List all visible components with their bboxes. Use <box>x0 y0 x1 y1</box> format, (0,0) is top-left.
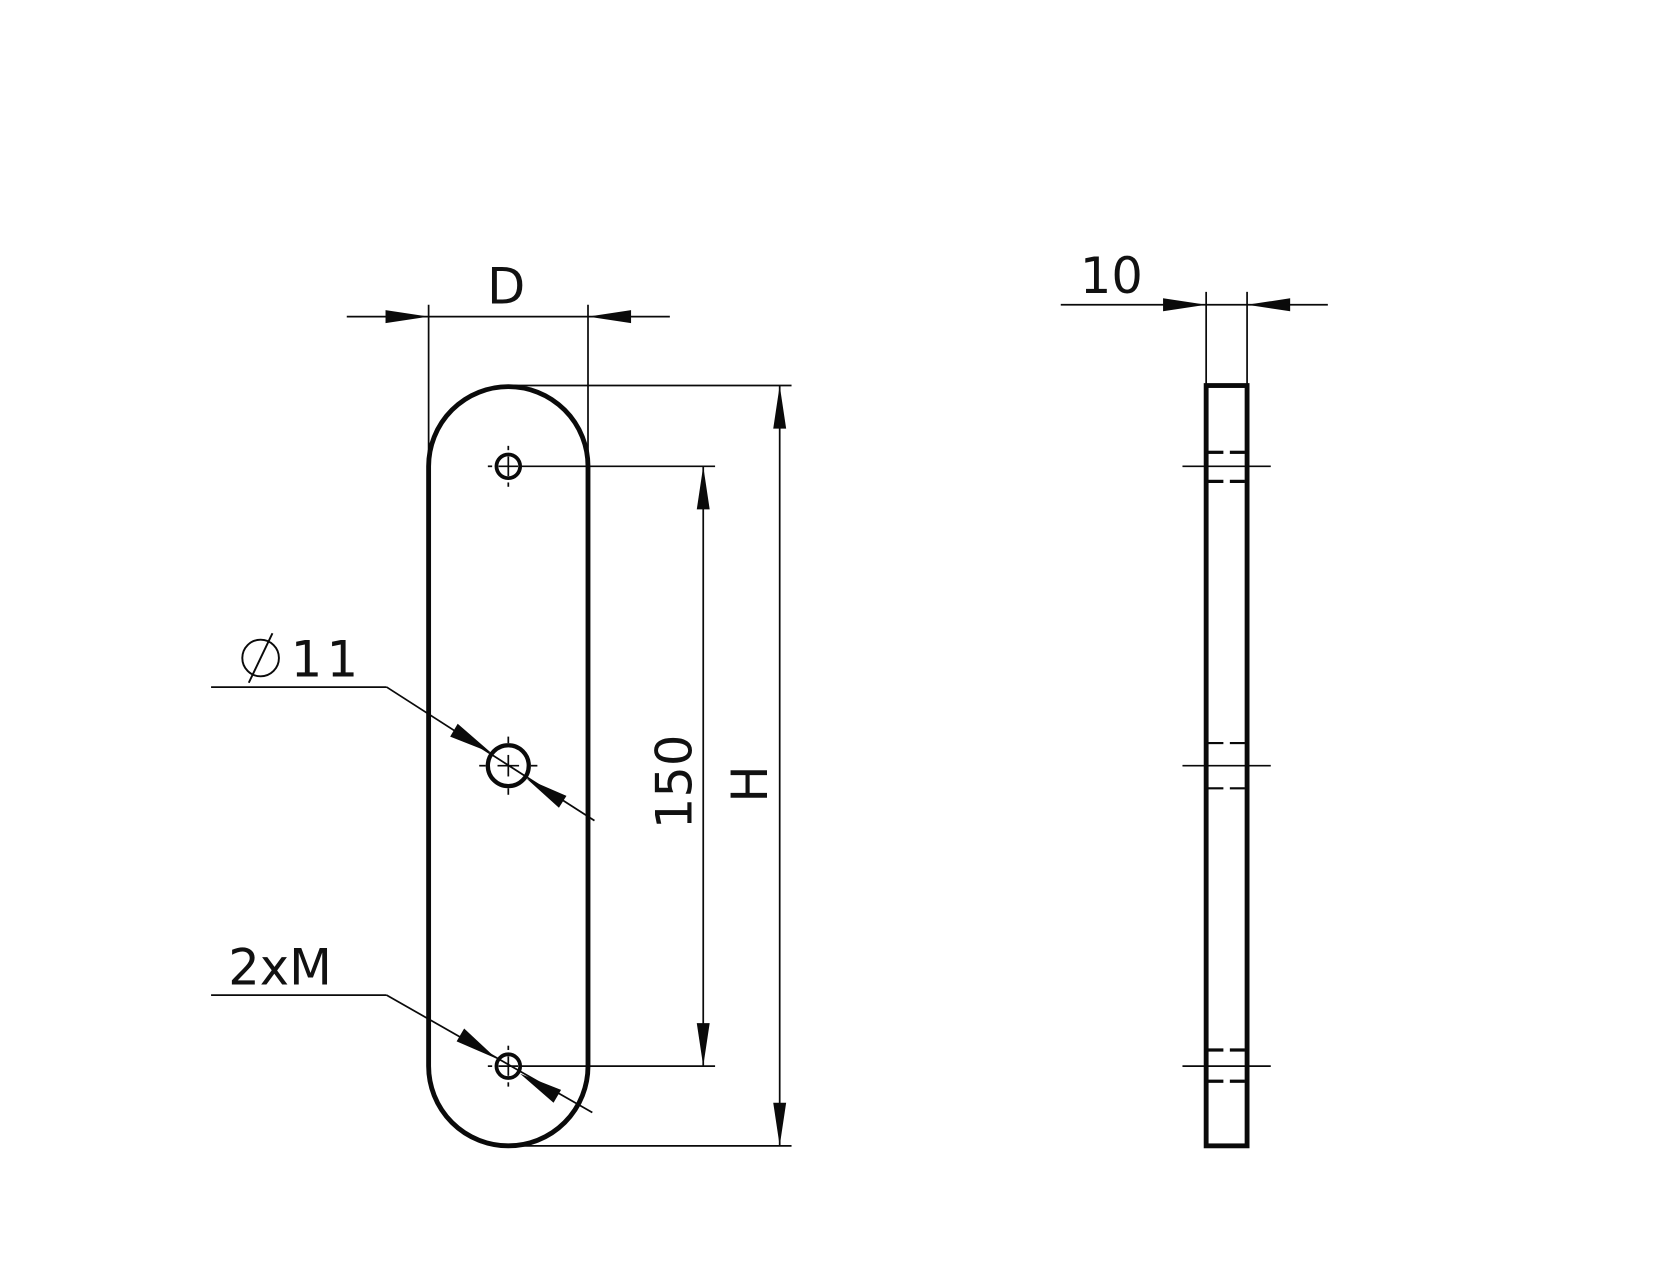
top-threaded-hole <box>487 445 523 487</box>
side-center-hole-hidden-lines <box>1182 742 1271 790</box>
threaded-holes-label: 2xM <box>228 938 332 996</box>
center-hole-diameter-label: 11 <box>291 630 363 688</box>
side-top-hole-hidden-lines <box>1182 450 1271 483</box>
dimension-d: D <box>346 258 670 467</box>
dimension-h: H <box>508 384 792 1147</box>
dimension-h-label: H <box>721 765 779 802</box>
diameter-symbol-icon <box>241 632 280 684</box>
dimension-150-label: 150 <box>645 735 703 830</box>
side-view <box>1182 383 1271 1149</box>
dimension-hole-spacing: 150 <box>521 465 716 1068</box>
side-bottom-hole-hidden-lines <box>1182 1048 1271 1083</box>
leader-threaded-holes: 2xM <box>211 938 593 1114</box>
leader-center-hole: 11 <box>211 630 595 822</box>
dimension-10-label: 10 <box>1080 247 1143 305</box>
dimension-thickness: 10 <box>1060 247 1328 386</box>
bottom-threaded-hole <box>487 1045 523 1087</box>
dimension-d-label: D <box>487 258 525 316</box>
